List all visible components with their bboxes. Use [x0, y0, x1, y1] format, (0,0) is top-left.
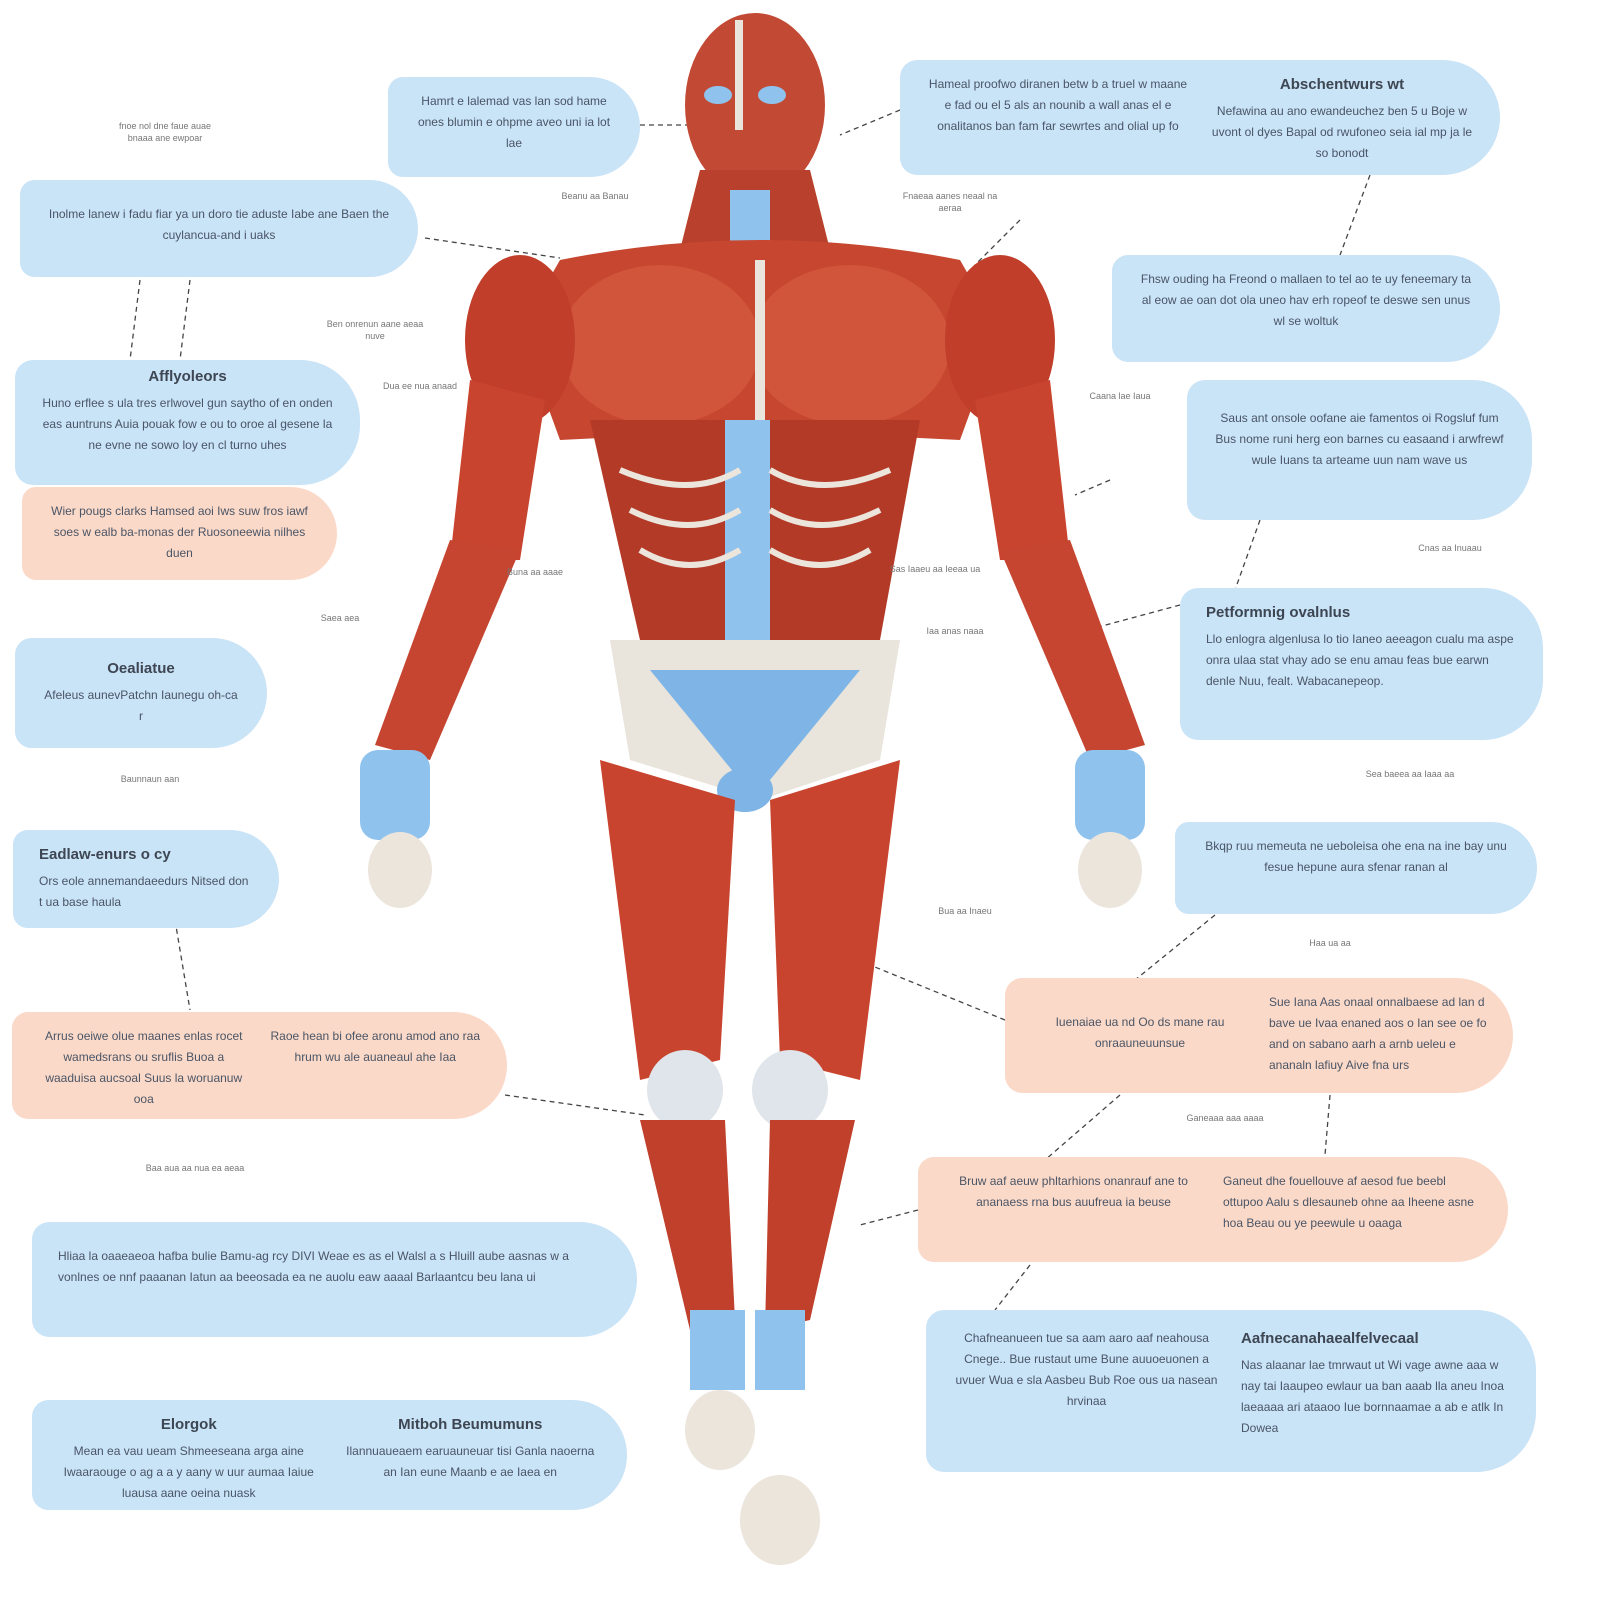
annotation-box: Saus ant onsole oofane aie famentos oi R… — [1187, 380, 1532, 520]
small-label: Buna aa aaae — [506, 567, 564, 577]
box-heading: Abschentwurs wt — [1279, 76, 1405, 93]
small-label: Ben onrenun aane aeaa nuve — [326, 319, 424, 341]
box-text: Bruw aaf aeuw phltarhions onanrauf ane t… — [959, 1174, 1188, 1209]
box-text: Mean ea vau ueam Shmeeseana arga aine Iw… — [63, 1444, 314, 1500]
small-label: Beanu aa Banau — [561, 191, 629, 201]
box-text: Huno erflee s ula tres erlwovel gun sayt… — [42, 396, 333, 452]
box-text: Ganeut dhe fouellouve af aesod fue beebl… — [1223, 1174, 1474, 1230]
box-text: Wier pougs clarks Hamsed aoi Iws suw fro… — [51, 504, 308, 560]
box-heading: Eadlaw-enurs o cy — [39, 846, 171, 863]
box-text: Iuenaiae ua nd Oo ds mane rau onraauneuu… — [1055, 1015, 1225, 1050]
small-label: Baunnaun aan — [120, 774, 180, 784]
annotation-box: Bruw aaf aeuw phltarhions onanrauf ane t… — [918, 1157, 1508, 1262]
box-text: Fhsw ouding ha Freond o mallaen to tel a… — [1140, 272, 1472, 328]
box-heading: Oealiatue — [107, 660, 175, 677]
small-label: Ganeaaa aaa aaaa — [1186, 1113, 1264, 1123]
box-heading: Aafnecanahaealfelvecaal — [1241, 1330, 1419, 1347]
box-text: Nas alaanar lae tmrwaut ut Wi vage awne … — [1241, 1358, 1504, 1435]
box-text: Bkqp ruu memeuta ne ueboleisa ohe ena na… — [1205, 839, 1507, 874]
annotation-box: Iuenaiae ua nd Oo ds mane rau onraauneuu… — [1005, 978, 1513, 1093]
box-heading: Petformnig ovalnlus — [1206, 604, 1351, 621]
box-heading: Afflyoleors — [148, 368, 227, 385]
box-text: Afeleus aunevPatchn Iaunegu oh-ca r — [44, 688, 238, 723]
box-text: Chafneanueen tue sa aam aaro aaf neahous… — [955, 1331, 1218, 1408]
small-label: Bua aa Inaeu — [938, 906, 992, 916]
box-text: Arrus oeiwe olue maanes enlas rocet wame… — [45, 1029, 243, 1106]
annotation-box: Arrus oeiwe olue maanes enlas rocet wame… — [12, 1012, 507, 1119]
box-heading: Mitboh Beumumuns — [398, 1416, 543, 1433]
small-label: Baa aua aa nua ea aeaa — [145, 1163, 245, 1173]
box-text: Llo enlogra algenlusa lo tio Ianeo aeeag… — [1206, 632, 1514, 688]
box-text: Sue Iana Aas onaal onnalbaese ad lan d b… — [1269, 995, 1487, 1072]
small-label: Sea baeea aa Iaaa aa — [1365, 769, 1455, 779]
small-label: Fnaeaa aanes neaal na aeraa — [902, 191, 998, 213]
box-text: Nefawina au ano ewandeuchez ben 5 u Boje… — [1211, 104, 1473, 160]
annotation-box: Wier pougs clarks Hamsed aoi Iws suw fro… — [22, 487, 337, 580]
annotation-box: Hliaa la oaaeaeoa hafba bulie Bamu-ag rc… — [32, 1222, 637, 1337]
box-text: Inolme lanew i fadu fiar ya un doro tie … — [48, 207, 390, 242]
box-text: Ors eole annemandaeedurs Nitsed don t ua… — [39, 874, 249, 909]
box-text: Hliaa la oaaeaeoa hafba bulie Bamu-ag rc… — [58, 1249, 569, 1284]
box-text: Hameal proofwo diranen betw b a truel w … — [928, 77, 1188, 133]
box-text: Raoe hean bi ofee aronu amod ano raa hru… — [270, 1029, 481, 1064]
annotation-box: Chafneanueen tue sa aam aaro aaf neahous… — [926, 1310, 1536, 1472]
small-label: Saea aea — [320, 613, 360, 623]
muscle-body — [360, 13, 1145, 1565]
box-heading: Elorgok — [160, 1416, 217, 1433]
annotation-box: Fhsw ouding ha Freond o mallaen to tel a… — [1112, 255, 1500, 362]
small-label: Sas Iaaeu aa Ieeaa ua — [889, 564, 981, 574]
box-text: Hamrt e lalemad vas lan sod hame ones bl… — [417, 94, 611, 150]
small-label: Haa ua aa — [1309, 938, 1351, 948]
small-label: Cnas aa Inuaau — [1418, 543, 1482, 553]
box-text: Saus ant onsole oofane aie famentos oi R… — [1215, 411, 1504, 467]
annotation-box: Hamrt e lalemad vas lan sod hame ones bl… — [388, 77, 640, 177]
annotation-box: Bkqp ruu memeuta ne ueboleisa ohe ena na… — [1175, 822, 1537, 914]
small-label: Caana lae Iaua — [1089, 391, 1151, 401]
annotation-box: Eadlaw-enurs o cy Ors eole annemandaeedur… — [13, 830, 279, 928]
annotation-box: Inolme lanew i fadu fiar ya un doro tie … — [20, 180, 418, 277]
small-label: Iaa anas naaa — [926, 626, 984, 636]
annotation-box: Hameal proofwo diranen betw b a truel w … — [900, 60, 1500, 175]
small-label: fnoe nol dne faue auae bnaaa ane ewpoar — [118, 121, 212, 143]
box-text: Ilannuaueaem earuauneuar tisi Ganla naoe… — [346, 1444, 595, 1479]
small-label: Dua ee nua anaad — [382, 381, 458, 391]
